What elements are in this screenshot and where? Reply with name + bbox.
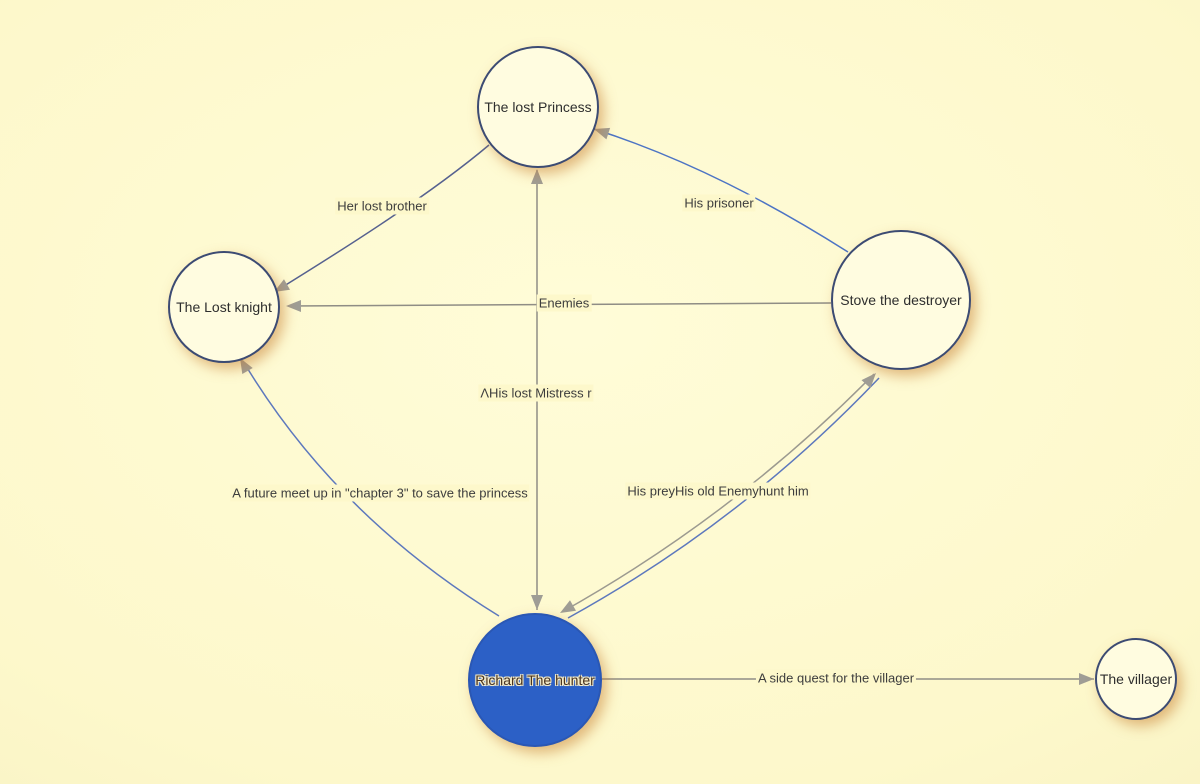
edge-his-prisoner[interactable] — [593, 128, 849, 253]
node-richard-the-hunter[interactable]: Richard The hunter — [468, 613, 602, 747]
arrowhead — [1079, 673, 1094, 685]
node-the-lost-princess[interactable]: The lost Princess — [477, 46, 599, 168]
edge-his-prey[interactable] — [567, 377, 880, 619]
arrowhead — [531, 595, 543, 610]
arrowhead — [531, 169, 543, 184]
arrowhead — [274, 279, 290, 292]
node-label: Stove the destroyer — [840, 292, 962, 308]
edge-label-her-lost-brother: Her lost brother — [335, 197, 429, 215]
edge-label-enemies: Enemies — [536, 294, 592, 312]
arrowhead — [286, 300, 301, 312]
arrowhead — [560, 600, 576, 613]
edge-label-future-meet-up: A future meet up in "chapter 3" to save … — [230, 484, 530, 502]
node-label: Richard The hunter — [475, 672, 595, 688]
edge-future-meet-up[interactable] — [242, 360, 500, 617]
node-stove-the-destroyer[interactable]: Stove the destroyer — [831, 230, 971, 370]
edge-hunt-him[interactable] — [561, 373, 875, 613]
node-the-lost-knight[interactable]: The Lost knight — [168, 251, 280, 363]
arrowhead — [861, 373, 876, 389]
edge-her-lost-brother[interactable] — [275, 144, 490, 292]
node-label: The lost Princess — [484, 99, 592, 115]
node-label: The villager — [1099, 671, 1173, 687]
arrowhead — [240, 358, 253, 374]
node-the-villager[interactable]: The villager — [1095, 638, 1177, 720]
edge-label-side-quest: A side quest for the villager — [755, 669, 917, 687]
edge-label-hunt-him: His preyHis old Enemyhunt him — [625, 482, 811, 500]
edge-label-his-lost-mistress: ΛHis lost Mistress r — [478, 384, 594, 402]
node-label: The Lost knight — [176, 299, 272, 315]
arrowhead — [594, 127, 611, 140]
edge-label-his-prisoner: His prisoner — [682, 194, 756, 212]
